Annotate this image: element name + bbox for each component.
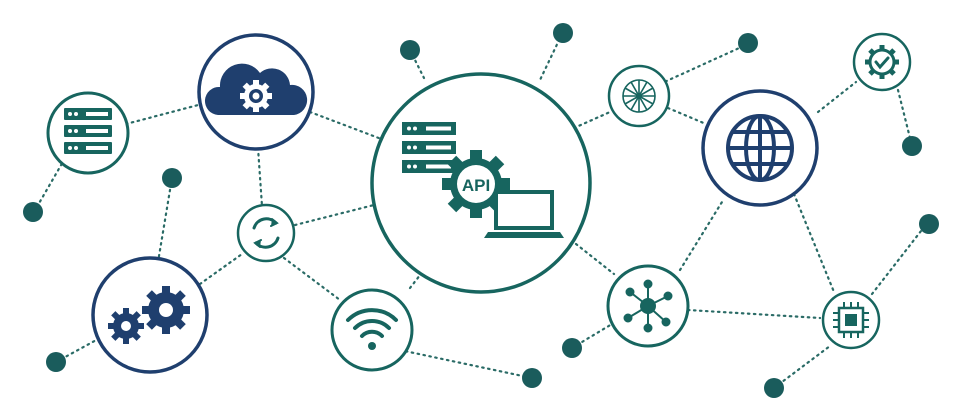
gear-icon: [442, 150, 510, 218]
dot: [553, 23, 573, 43]
dot: [902, 136, 922, 156]
hub-node: [606, 264, 690, 348]
network-sphere-icon: [622, 79, 656, 113]
sync-node: [236, 203, 296, 263]
dot: [400, 40, 420, 60]
server-rack-icon: [64, 108, 112, 154]
gears-icon: [108, 286, 190, 344]
gear-check-icon: [865, 45, 899, 79]
api-label: API: [462, 176, 490, 195]
gears-node: [91, 256, 209, 374]
verified-gear-node: [852, 32, 912, 92]
wifi-node: [330, 288, 414, 372]
dot: [23, 202, 43, 222]
dot: [764, 378, 784, 398]
chip-node: [821, 290, 881, 350]
dot: [738, 33, 758, 53]
refresh-arrows-icon: [252, 217, 280, 249]
dot: [522, 368, 542, 388]
cloud-settings-node: [197, 33, 315, 151]
microchip-icon: [833, 302, 869, 338]
connector-dots: [23, 23, 939, 398]
wifi-icon: [346, 308, 398, 350]
dot: [919, 214, 939, 234]
laptop-icon: [484, 190, 564, 238]
api-center-node: API: [370, 72, 592, 294]
hub-network-icon: [623, 279, 673, 333]
network-sphere-node: [607, 64, 671, 128]
server-rack-icon: [402, 122, 456, 173]
dot: [162, 168, 182, 188]
dot: [46, 352, 66, 372]
dot: [562, 338, 582, 358]
server-node: [46, 91, 130, 175]
cloud-gear-icon: [204, 63, 308, 115]
globe-node: [701, 89, 819, 207]
globe-icon: [726, 114, 794, 182]
